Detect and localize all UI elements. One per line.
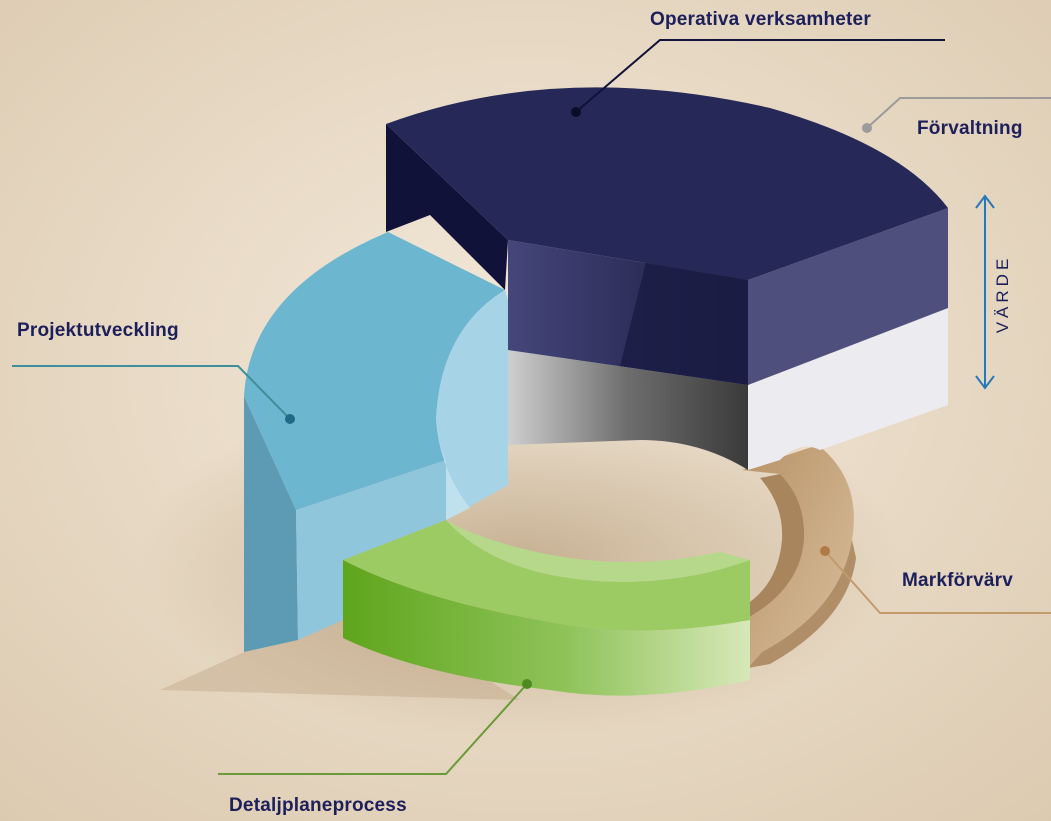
marker-dot-projektutveckling — [285, 414, 295, 424]
segment-markforvarv — [742, 445, 856, 668]
label-projektutveckling: Projektutveckling — [17, 320, 179, 341]
leader-projektutveckling — [12, 365, 295, 424]
label-varde: VÄRDE — [993, 254, 1012, 334]
label-operativa-verksamheter: Operativa verksamheter — [650, 9, 871, 30]
segment-operativa — [386, 87, 948, 385]
leader-forvaltning — [862, 97, 1051, 133]
cast-shadow — [160, 600, 520, 700]
segment-detaljplaneprocess — [343, 520, 750, 696]
segment-forvaltning — [508, 308, 948, 470]
marker-dot-forvaltning — [862, 123, 872, 133]
leader-markforvarv — [820, 546, 1051, 614]
label-forvaltning: Förvaltning — [917, 118, 1023, 139]
marker-dot-markforvarv — [820, 546, 830, 556]
leader-detaljplaneprocess — [218, 679, 532, 775]
label-markforvarv: Markförvärv — [902, 570, 1013, 591]
marker-dot-operativa — [571, 107, 581, 117]
leader-operativa — [571, 39, 945, 117]
label-detaljplaneprocess: Detaljplaneprocess — [229, 795, 407, 816]
segment-projektutveckling — [244, 232, 508, 652]
marker-dot-detaljplaneprocess — [522, 679, 532, 689]
double-headed-vertical-arrow-icon — [975, 194, 995, 390]
